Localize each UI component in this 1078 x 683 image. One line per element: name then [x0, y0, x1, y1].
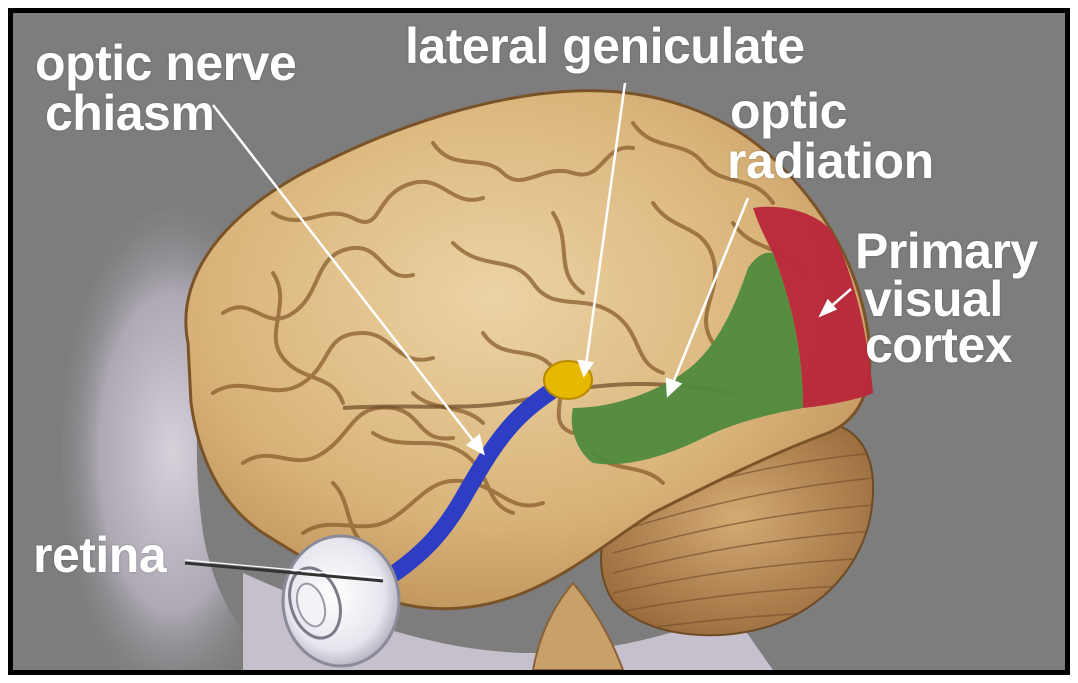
brain-visual-pathway-figure: optic nerve chiasm lateral geniculate op… — [8, 8, 1070, 675]
label-optic-nerve: optic nerve — [35, 39, 296, 87]
label-cortex: cortex — [865, 321, 1012, 369]
label-chiasm: chiasm — [45, 89, 214, 137]
label-radiation: radiation — [727, 137, 934, 185]
label-visual: visual — [864, 275, 1003, 323]
label-optic: optic — [730, 87, 847, 135]
eye — [281, 536, 399, 666]
label-retina: retina — [33, 531, 166, 579]
label-primary: Primary — [855, 227, 1038, 275]
label-lateral-geniculate: lateral geniculate — [405, 22, 805, 70]
